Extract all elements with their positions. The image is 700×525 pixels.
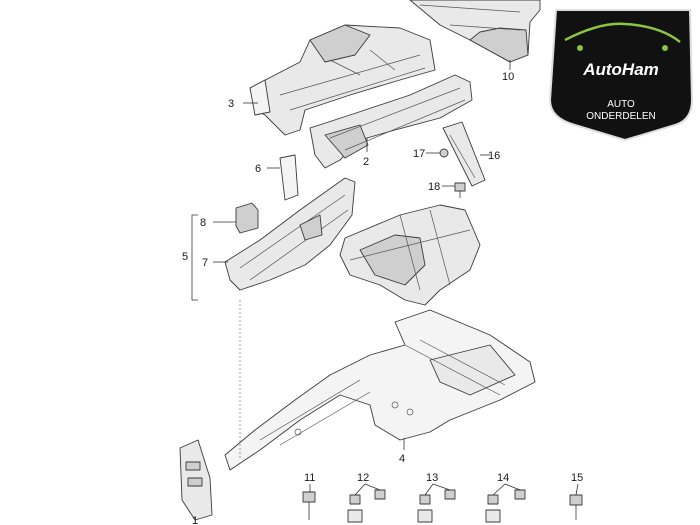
part-15-bolt xyxy=(569,494,583,520)
part-4-floor-pan xyxy=(224,309,536,471)
part-3-strut-tower-member xyxy=(249,24,436,136)
callout-3: 3 xyxy=(228,98,234,110)
callout-2: 2 xyxy=(363,156,369,168)
part-6-bracket xyxy=(279,154,299,201)
callout-1: 1 xyxy=(192,515,198,525)
brand-name: AutoHam xyxy=(582,60,659,79)
part-1-lower-bracket xyxy=(179,439,213,521)
callout-6: 6 xyxy=(255,163,261,175)
part-17-nut xyxy=(439,148,449,158)
callout-5: 5 xyxy=(182,251,188,263)
part-16-bracket xyxy=(442,121,486,187)
part-7-side-member xyxy=(224,177,356,291)
callout-11: 11 xyxy=(304,472,315,484)
callout-12: 12 xyxy=(357,472,369,484)
callout-14: 14 xyxy=(497,472,509,484)
callout-10: 10 xyxy=(502,71,514,83)
wheelhouse-panel xyxy=(339,204,481,306)
callout-13: 13 xyxy=(426,472,438,484)
part-12-bolt-set xyxy=(347,489,386,523)
callout-16: 16 xyxy=(488,150,500,162)
callout-8: 8 xyxy=(200,217,206,229)
part-2-inner-rail xyxy=(309,74,473,169)
callout-7: 7 xyxy=(202,257,208,269)
autoham-logo-badge: AutoHam AUTO ONDERDELEN xyxy=(548,9,694,142)
part-8-block xyxy=(235,202,259,234)
callout-18: 18 xyxy=(428,181,440,193)
part-10-upper-rail xyxy=(409,0,541,63)
part-18-bolt xyxy=(454,182,466,198)
leader-lines xyxy=(213,60,579,496)
brand-line-1: AUTO xyxy=(607,99,635,110)
callout-4: 4 xyxy=(399,453,405,465)
brand-line-2: ONDERDELEN xyxy=(586,111,655,122)
callout-15: 15 xyxy=(571,472,583,484)
group-bracket-5 xyxy=(191,214,198,301)
callout-17: 17 xyxy=(413,148,425,160)
part-14-bolt-set xyxy=(485,489,526,523)
car-silhouette-icon xyxy=(564,22,681,43)
part-13-bolt-set xyxy=(417,489,456,523)
part-11-bolt xyxy=(302,491,316,520)
